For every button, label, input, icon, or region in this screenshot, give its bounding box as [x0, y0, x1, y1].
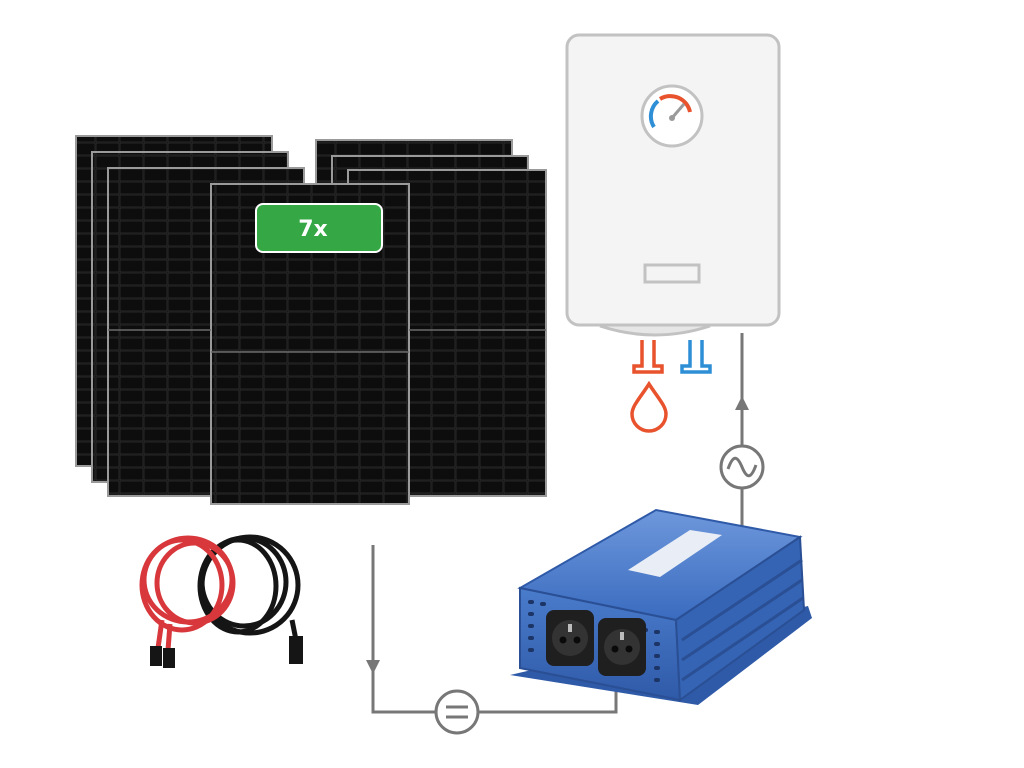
dc-wire [371, 545, 436, 714]
mc4-connector [163, 648, 175, 668]
solar-panel-stack [75, 135, 547, 505]
mc4-connector [150, 646, 162, 666]
water-drop-icon [630, 380, 668, 433]
ac-socket [598, 618, 646, 676]
panel-count-badge: 7x [255, 203, 383, 253]
dc-equals-icon [434, 689, 480, 735]
wiring [366, 333, 749, 714]
panel-count-label: 7x [298, 217, 328, 242]
mc4-connector [289, 636, 303, 664]
heater-display [643, 263, 701, 284]
water-heater [565, 33, 781, 433]
cold-water-pipe-icon [680, 340, 712, 374]
inverter [510, 508, 812, 705]
ac-socket [546, 610, 594, 666]
solar-cables [139, 534, 303, 668]
temperature-gauge-icon [640, 84, 704, 148]
ac-sine-icon [719, 444, 765, 490]
inverter-label [628, 530, 722, 577]
hot-water-pipe-icon [632, 340, 664, 374]
